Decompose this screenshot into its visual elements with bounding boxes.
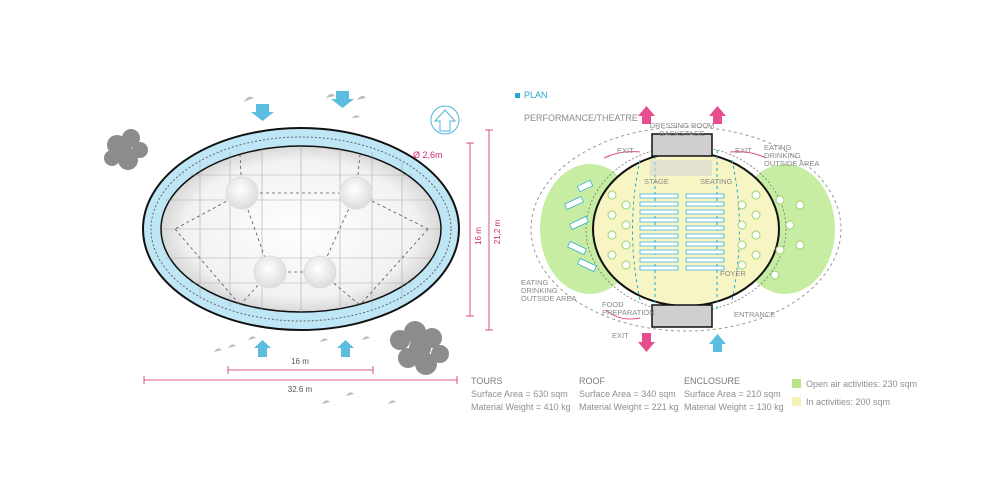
roof-weight: Material Weight = 221 kg [579,402,679,412]
stage-label: STAGE [644,177,669,186]
food-label-1: FOOD [602,300,624,309]
dome [303,255,337,289]
exit-left-label: EXIT [617,146,634,155]
dome [339,176,373,210]
tours-area: Surface Area = 630 sqm [471,389,568,399]
tables [607,190,805,280]
dressing-label-2: BACKSTAGE [659,129,704,138]
exit-arrows [638,106,726,352]
tours-title: TOURS [471,376,503,386]
seating-label: SEATING [700,177,733,186]
legend-swatch-open-air [792,379,801,388]
width-outer-label: 32.6 m [288,385,313,394]
left-plan: Ø 2,6m 16 m 21,2 m 16 m 32.6 m [104,91,502,404]
dome [225,176,259,210]
legend-open-air: Open air activities: 230 sqm [806,379,918,389]
enclosure-info: ENCLOSURE Surface Area = 210 sqm Materia… [684,375,784,414]
dressing-label-1: DRESSING ROOM [650,121,715,130]
enclosure-area: Surface Area = 210 sqm [684,389,781,399]
dressing-room [651,133,713,157]
enclosure-title: ENCLOSURE [684,376,741,386]
dome [253,255,287,289]
exit-right-label: EXIT [735,146,752,155]
entrance-label: ENTRANCE [734,310,775,319]
exit-bottom-label: EXIT [612,331,629,340]
eating-left-2: DRINKING [521,286,558,295]
height-inner-label: 16 m [474,227,483,245]
legend-swatch-in [792,397,801,406]
wind-arrows [251,91,354,357]
right-plan: PLAN PERFORMANCE/THEATRE [515,90,842,352]
north-arrow-icon [430,105,460,135]
eating-left-1: EATING [521,278,549,287]
tree-icon [390,321,449,375]
legend-in-activities: In activities: 200 sqm [806,397,891,407]
eating-right-1: EATING [764,143,792,152]
roof-area: Surface Area = 340 sqm [579,389,676,399]
eating-right-3: OUTSIDE AREA [764,159,819,168]
roof-title: ROOF [579,376,605,386]
foyer-label: FOYER [720,269,746,278]
food-label-2: PREPARATION [602,308,655,317]
tours-weight: Material Weight = 410 kg [471,402,571,412]
plan-title: PLAN [524,90,548,100]
seating-grid [639,193,725,271]
roof-info: ROOF Surface Area = 340 sqm Material Wei… [579,375,679,414]
food-prep [651,304,713,328]
benches [564,179,597,272]
tree-icon [104,129,148,170]
tours-info: TOURS Surface Area = 630 sqm Material We… [471,375,571,414]
height-outer-label: 21,2 m [493,219,502,244]
eating-left-3: OUTSIDE AREA [521,294,576,303]
eating-right-2: DRINKING [764,151,801,160]
performance-label: PERFORMANCE/THEATRE [524,113,638,123]
enclosure-weight: Material Weight = 130 kg [684,402,784,412]
diameter-label: Ø 2,6m [413,150,443,160]
roof-grid [162,146,440,312]
people-marks [214,93,396,404]
width-inner-label: 16 m [291,357,309,366]
stage [650,160,712,176]
